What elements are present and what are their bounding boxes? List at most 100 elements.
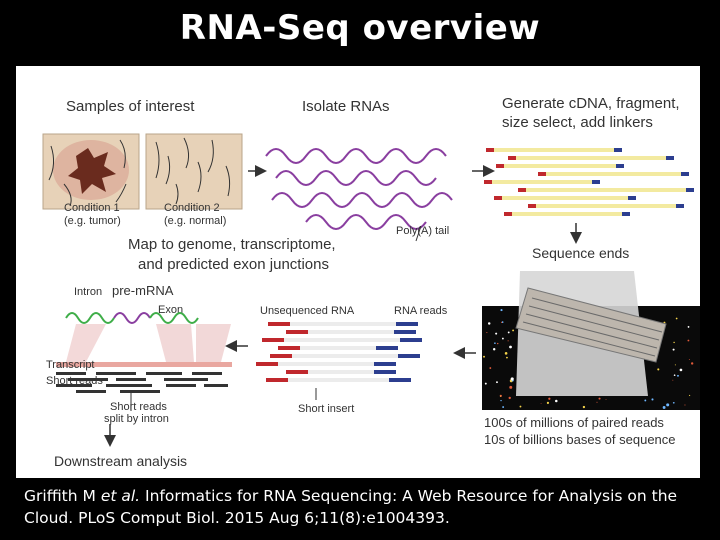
citation-rest: Informatics for RNA Sequencing: A Web Re… <box>24 487 678 527</box>
isolate-heading: Isolate RNAs <box>302 98 390 115</box>
cluster-dot <box>489 367 492 369</box>
read-segment-blue <box>374 370 396 374</box>
cluster-dot <box>497 342 499 345</box>
cluster-dot <box>684 404 686 406</box>
cluster-dot <box>546 401 550 405</box>
cluster-dot <box>644 399 647 402</box>
cdna-fragments <box>484 148 694 216</box>
cluster-dot <box>672 379 674 381</box>
cluster-dot <box>662 406 666 409</box>
cluster-dot <box>508 396 511 400</box>
exon-projection-shading <box>66 324 231 362</box>
isolated-rna-icon <box>265 148 453 230</box>
unsequenced-segment <box>270 354 420 358</box>
rna-read-pairs <box>256 322 422 382</box>
cluster-dot <box>495 332 498 335</box>
read-segment-blue <box>400 338 422 342</box>
linker-red <box>496 164 504 168</box>
read-segment-blue <box>396 322 418 326</box>
cluster-dot <box>672 401 675 404</box>
short-read <box>56 372 86 375</box>
cluster-dot <box>510 377 514 381</box>
cdna-fragment <box>502 196 628 200</box>
cluster-dot <box>675 317 678 320</box>
cdna-fragment <box>492 180 592 184</box>
read-segment-blue <box>389 378 411 382</box>
cluster-dot <box>672 348 675 351</box>
short-read <box>106 384 152 387</box>
generate-line-1: Generate cDNA, fragment, <box>502 95 680 112</box>
condition2-example: (e.g. normal) <box>164 215 226 227</box>
cluster-dot <box>687 339 690 342</box>
unsequenced-segment <box>268 322 418 326</box>
cluster-dot <box>519 405 522 408</box>
cluster-dot <box>494 342 496 344</box>
linker-blue <box>592 180 600 184</box>
polya-label: Poly(A) tail <box>396 225 449 237</box>
linker-red <box>484 180 492 184</box>
samples-heading: Samples of interest <box>66 98 195 115</box>
condition1-example: (e.g. tumor) <box>64 215 121 227</box>
cluster-dot <box>500 399 502 402</box>
cluster-dot <box>596 401 598 403</box>
short-read <box>116 378 146 381</box>
unsequenced-segment <box>266 378 411 382</box>
cluster-dot <box>657 368 660 371</box>
paired-reads-line: 100s of millions of paired reads <box>484 415 664 430</box>
short-read <box>56 384 92 387</box>
cluster-dot <box>555 399 558 403</box>
unsequenced-segment <box>286 330 416 334</box>
split-line-2: split by intron <box>104 413 169 425</box>
cluster-dot <box>512 329 515 332</box>
linker-blue <box>686 188 694 192</box>
linker-red <box>528 204 536 208</box>
short-read <box>166 384 196 387</box>
cluster-dot <box>496 381 498 384</box>
linker-blue <box>616 164 624 168</box>
cluster-dot <box>673 341 675 344</box>
downstream-label: Downstream analysis <box>54 453 187 469</box>
condition1-tissue-icon <box>42 133 140 210</box>
bases-line: 10s of billions bases of sequence <box>484 432 676 447</box>
rnaseq-figure: Samples of interest Isolate RNAs Generat… <box>16 66 700 478</box>
cdna-fragment <box>536 204 676 208</box>
cluster-dot <box>688 359 690 360</box>
cluster-dot <box>689 394 691 397</box>
cluster-dot <box>582 405 586 409</box>
cluster-dot <box>486 331 488 334</box>
cdna-fragment <box>504 164 616 168</box>
cluster-dot <box>598 397 601 400</box>
cluster-dot <box>502 406 505 409</box>
linker-blue <box>681 172 689 176</box>
cluster-dot <box>506 356 508 359</box>
linker-red <box>504 212 512 216</box>
transcript-label: Transcript <box>46 359 95 371</box>
short-read <box>164 378 208 381</box>
cluster-dot <box>677 374 679 377</box>
read-segment-red <box>262 338 284 342</box>
cluster-dot <box>674 364 676 366</box>
linker-blue <box>614 148 622 152</box>
citation-etal: et al. <box>100 487 141 505</box>
linker-blue <box>622 212 630 216</box>
cluster-dot <box>548 397 551 400</box>
cluster-dot <box>487 322 491 325</box>
read-segment-red <box>266 378 288 382</box>
cluster-dot <box>605 398 607 400</box>
unsequenced-segment <box>278 346 398 350</box>
cluster-dot <box>501 337 504 340</box>
read-segment-red <box>268 322 290 326</box>
linker-blue <box>628 196 636 200</box>
cluster-dot <box>666 403 670 407</box>
short-read <box>120 390 160 393</box>
linker-red <box>486 148 494 152</box>
linker-red <box>508 156 516 160</box>
unsequenced-segment <box>286 370 396 374</box>
slide-title: RNA-Seq overview <box>179 8 541 48</box>
citation-authors: Griffith M <box>24 487 101 505</box>
linker-blue <box>676 204 684 208</box>
condition2-tissue-icon <box>145 133 243 210</box>
cluster-dot <box>507 340 509 342</box>
cluster-dot <box>500 309 503 312</box>
cluster-dot <box>507 331 510 334</box>
